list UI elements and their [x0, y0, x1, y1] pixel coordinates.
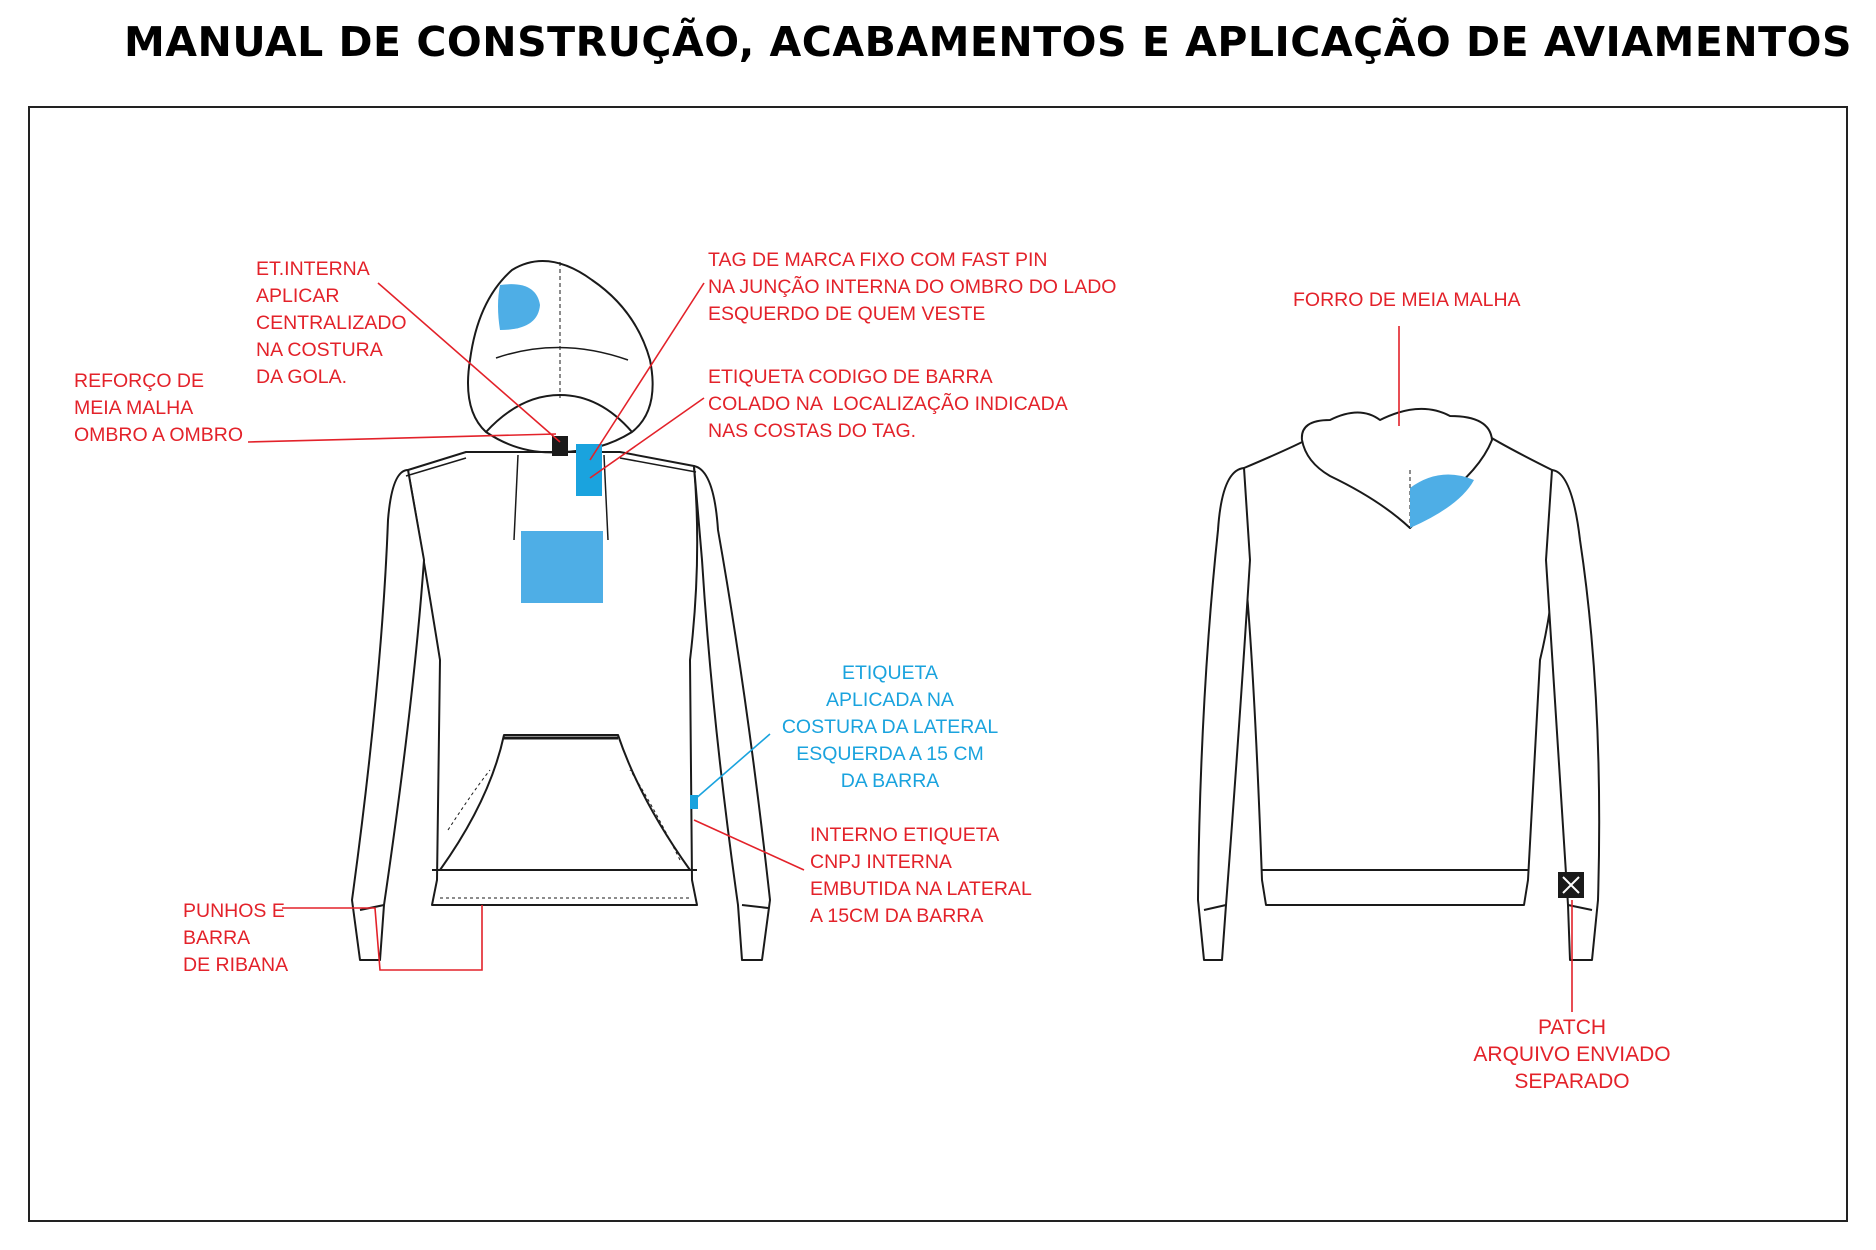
hood-lining-mark-back	[1410, 474, 1474, 528]
hood-lining-mark-front	[498, 284, 540, 330]
neck-label-mark	[552, 436, 568, 456]
note-et-interna: ET.INTERNA APLICAR CENTRALIZADO NA COSTU…	[256, 258, 407, 388]
back-hood	[1300, 407, 1493, 529]
note-etiqueta-barra: ETIQUETA CODIGO DE BARRA COLADO NA LOCAL…	[708, 366, 1068, 442]
note-tag-marca: TAG DE MARCA FIXO COM FAST PIN NA JUNÇÃO…	[708, 249, 1117, 325]
note-punhos: PUNHOS E BARRA DE RIBANA	[183, 900, 289, 976]
brand-tag-mark	[576, 444, 602, 496]
note-forro: FORRO DE MEIA MALHA	[1293, 289, 1521, 311]
back-left-sleeve	[1197, 467, 1251, 961]
note-patch: PATCH ARQUIVO ENVIADO SEPARADO	[1473, 1016, 1671, 1093]
front-left-sleeve	[351, 469, 425, 961]
side-label-mark	[690, 795, 698, 809]
page-title: MANUAL DE CONSTRUÇÃO, ACABAMENTOS E APLI…	[124, 18, 1852, 66]
front-right-sleeve	[693, 465, 771, 961]
note-reforco: REFORÇO DE MEIA MALHA OMBRO A OMBRO	[74, 370, 244, 446]
back-hoodie	[1197, 407, 1601, 961]
note-etiqueta-lateral: ETIQUETA APLICADA NA COSTURA DA LATERAL …	[781, 662, 999, 792]
leader-line-blue	[693, 733, 771, 801]
note-interno-cnpj: INTERNO ETIQUETA CNPJ INTERNA EMBUTIDA N…	[810, 824, 1032, 927]
drawing-frame	[28, 106, 1848, 1222]
sleeve-patch	[1558, 872, 1584, 898]
back-right-sleeve	[1545, 469, 1601, 961]
chest-print-area	[521, 531, 603, 603]
leader-lines	[247, 282, 1573, 1012]
kangaroo-pocket	[439, 734, 691, 871]
